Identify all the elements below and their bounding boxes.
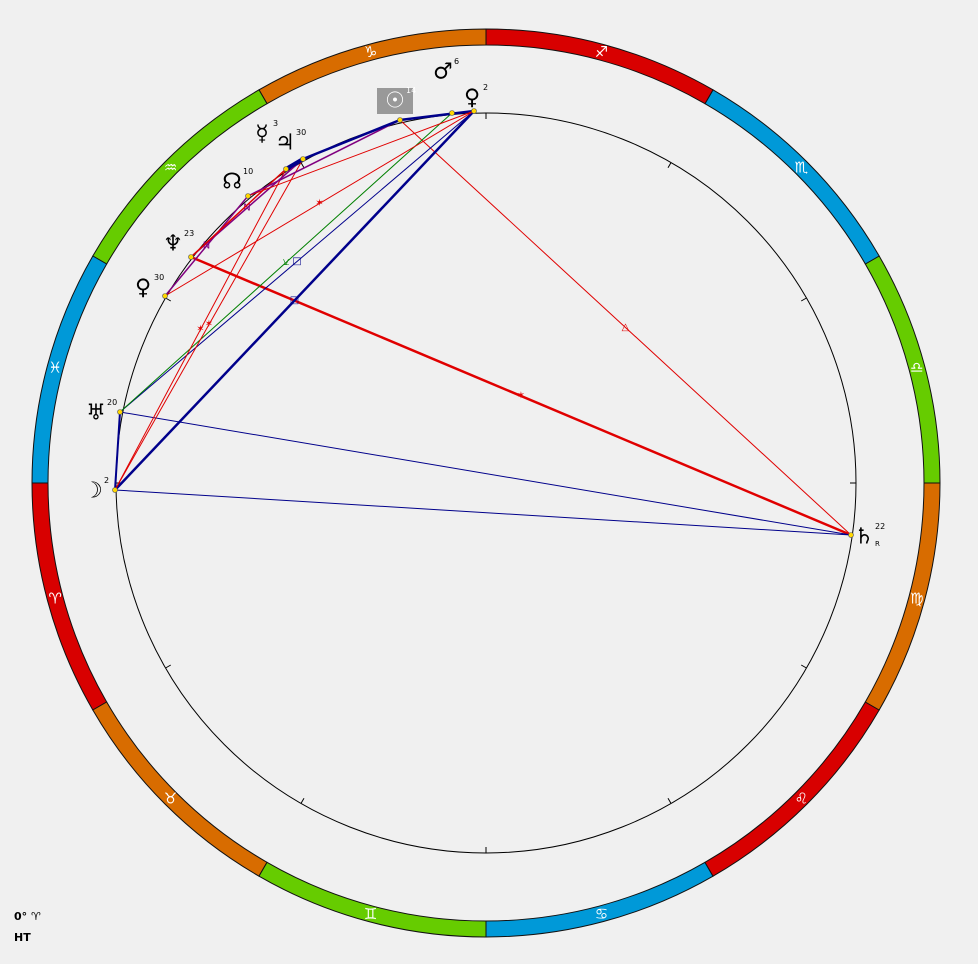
aspect-line-moon-venus2 bbox=[114, 110, 475, 491]
zodiac-glyph-sagittarius: ♐ bbox=[595, 43, 608, 61]
neptune-position-dot bbox=[188, 254, 194, 260]
house-system-label: HT bbox=[14, 931, 31, 944]
house-tick bbox=[300, 797, 305, 804]
aspect-line-saturn-moon bbox=[114, 489, 852, 536]
sun-degree: 14 bbox=[406, 86, 416, 95]
aspect-line-neptune-mercury bbox=[190, 168, 287, 258]
aspect-glyph-square: □ bbox=[292, 256, 301, 267]
aspect-glyph-sextile: ✶ bbox=[315, 198, 323, 209]
mars-glyph: ♂ bbox=[433, 60, 453, 85]
zodiac-glyph-capricorn: ♑ bbox=[364, 43, 377, 61]
zodiac-glyph-gemini: ♊ bbox=[364, 905, 377, 923]
aspect-line-moon-jupiter bbox=[114, 158, 304, 491]
sun-position-dot bbox=[397, 117, 403, 123]
uranus-glyph: ♅ bbox=[86, 401, 106, 426]
saturn-degree: 22 bbox=[875, 522, 885, 531]
zodiac-glyph-aquarius: ♒ bbox=[164, 159, 177, 177]
planet-glyphs: ☉14♀2♂6♃30☿3☊10♆23♀30♅20☽2♄22R bbox=[83, 57, 885, 550]
zodiac-glyph-leo: ♌ bbox=[795, 789, 808, 807]
house-tick bbox=[800, 664, 807, 669]
venus-glyph: ♀ bbox=[135, 276, 151, 301]
aspect-line-moon-mercury bbox=[114, 168, 287, 491]
zodiac-glyph-virgo: ♍ bbox=[910, 589, 923, 607]
node-degree: 10 bbox=[243, 167, 253, 176]
aspect-line-moon-uranus bbox=[114, 411, 121, 491]
aspect-line-node-sun bbox=[247, 119, 401, 197]
zodiac-glyph-taurus: ♉ bbox=[164, 789, 177, 807]
aspect-glyph-semisextile: ⚺ bbox=[283, 257, 290, 268]
aspect-glyph-node: N bbox=[243, 203, 250, 214]
house-tick bbox=[165, 664, 172, 669]
zodiac-ring: ♈ ♉ ♊ ♋ ♌ ♍ ♎ ♏ ♐ ♑ ♒ ♓ bbox=[31, 28, 941, 938]
aspect-line-saturn-uranus bbox=[119, 411, 852, 536]
zodiac-glyph-aries: ♈ bbox=[48, 589, 61, 607]
mars-degree: 6 bbox=[454, 57, 459, 66]
aspect-line-jupiter-sun bbox=[302, 118, 401, 161]
aspect-glyph-trine: △ bbox=[622, 322, 630, 333]
aspect-line-uranus-mars bbox=[119, 112, 453, 413]
mercury-degree: 3 bbox=[273, 119, 278, 128]
house-tick bbox=[165, 297, 172, 302]
zodiac-segment-aries bbox=[31, 482, 108, 711]
zodiac-segment-cancer bbox=[485, 861, 714, 938]
aspect-line-node-venus2 bbox=[247, 110, 475, 197]
moon-glyph: ☽ bbox=[83, 479, 103, 504]
aspect-line-uranus-venus2 bbox=[119, 110, 475, 413]
zodiac-segment-sagittarius bbox=[485, 28, 714, 105]
zodiac-segment-pisces bbox=[31, 255, 108, 484]
aspect-line-sun-venus2 bbox=[399, 109, 475, 122]
zodiac-segment-libra bbox=[864, 255, 941, 484]
jupiter-glyph: ♃ bbox=[275, 131, 295, 156]
saturn-retrograde-mark: R bbox=[875, 540, 880, 548]
zodiac-glyph-pisces: ♓ bbox=[48, 359, 61, 377]
venus2-position-dot bbox=[471, 108, 477, 114]
neptune-glyph: ♆ bbox=[163, 232, 183, 257]
zodiac-segment-scorpio bbox=[704, 89, 880, 265]
aspect-glyph-sextile: ✶ bbox=[205, 319, 213, 330]
venus2-degree: 2 bbox=[483, 83, 488, 92]
sun-highlight-box bbox=[377, 88, 413, 114]
node-glyph: ☊ bbox=[222, 170, 242, 195]
aspect-line-mercury-jupiter bbox=[284, 157, 305, 171]
mars-position-dot bbox=[449, 110, 455, 116]
aspect-lines: ✶△□□⚺✶✶✶NN bbox=[114, 109, 852, 537]
venus-position-dot bbox=[162, 293, 168, 299]
zodiac-segment-virgo bbox=[864, 482, 941, 711]
house-tick bbox=[800, 297, 807, 302]
node-position-dot bbox=[245, 193, 251, 199]
jupiter-position-dot bbox=[300, 156, 306, 162]
zodiac-segment-leo bbox=[704, 701, 880, 877]
aspect-line-venus-venus2 bbox=[164, 110, 475, 297]
saturn-position-dot bbox=[848, 532, 854, 538]
saturn-glyph: ♄ bbox=[854, 525, 874, 550]
zodiac-glyph-libra: ♎ bbox=[910, 359, 923, 377]
zodiac-glyph-scorpio: ♏ bbox=[795, 159, 809, 177]
aspect-line-venus-node bbox=[164, 195, 249, 297]
mercury-position-dot bbox=[283, 166, 289, 172]
moon-position-dot bbox=[112, 487, 118, 493]
jupiter-degree: 30 bbox=[296, 128, 306, 137]
venus2-glyph: ♀ bbox=[464, 86, 480, 111]
aspect-glyph-sextile: ✶ bbox=[517, 391, 525, 402]
venus-degree: 30 bbox=[154, 273, 164, 282]
aspect-glyph-square: □ bbox=[290, 295, 299, 306]
mercury-glyph: ☿ bbox=[255, 122, 269, 147]
uranus-position-dot bbox=[117, 409, 123, 415]
zodiac-segment-taurus bbox=[92, 701, 268, 877]
aspect-line-saturn-neptune bbox=[190, 255, 852, 537]
ascendant-degree-label: 0° ♈ bbox=[14, 910, 41, 923]
house-tick bbox=[300, 162, 305, 169]
aspect-line-saturn-sun bbox=[399, 119, 852, 536]
aspect-glyph-node: N bbox=[203, 241, 210, 252]
house-tick bbox=[667, 162, 672, 169]
uranus-degree: 20 bbox=[107, 398, 117, 407]
sun-glyph: ☉ bbox=[385, 89, 405, 114]
moon-degree: 2 bbox=[104, 476, 109, 485]
zodiac-segment-gemini bbox=[258, 861, 487, 938]
house-tick bbox=[667, 797, 672, 804]
neptune-degree: 23 bbox=[184, 229, 194, 238]
zodiac-glyph-cancer: ♋ bbox=[595, 905, 608, 923]
aspect-glyph-sextile: ✶ bbox=[196, 324, 204, 335]
